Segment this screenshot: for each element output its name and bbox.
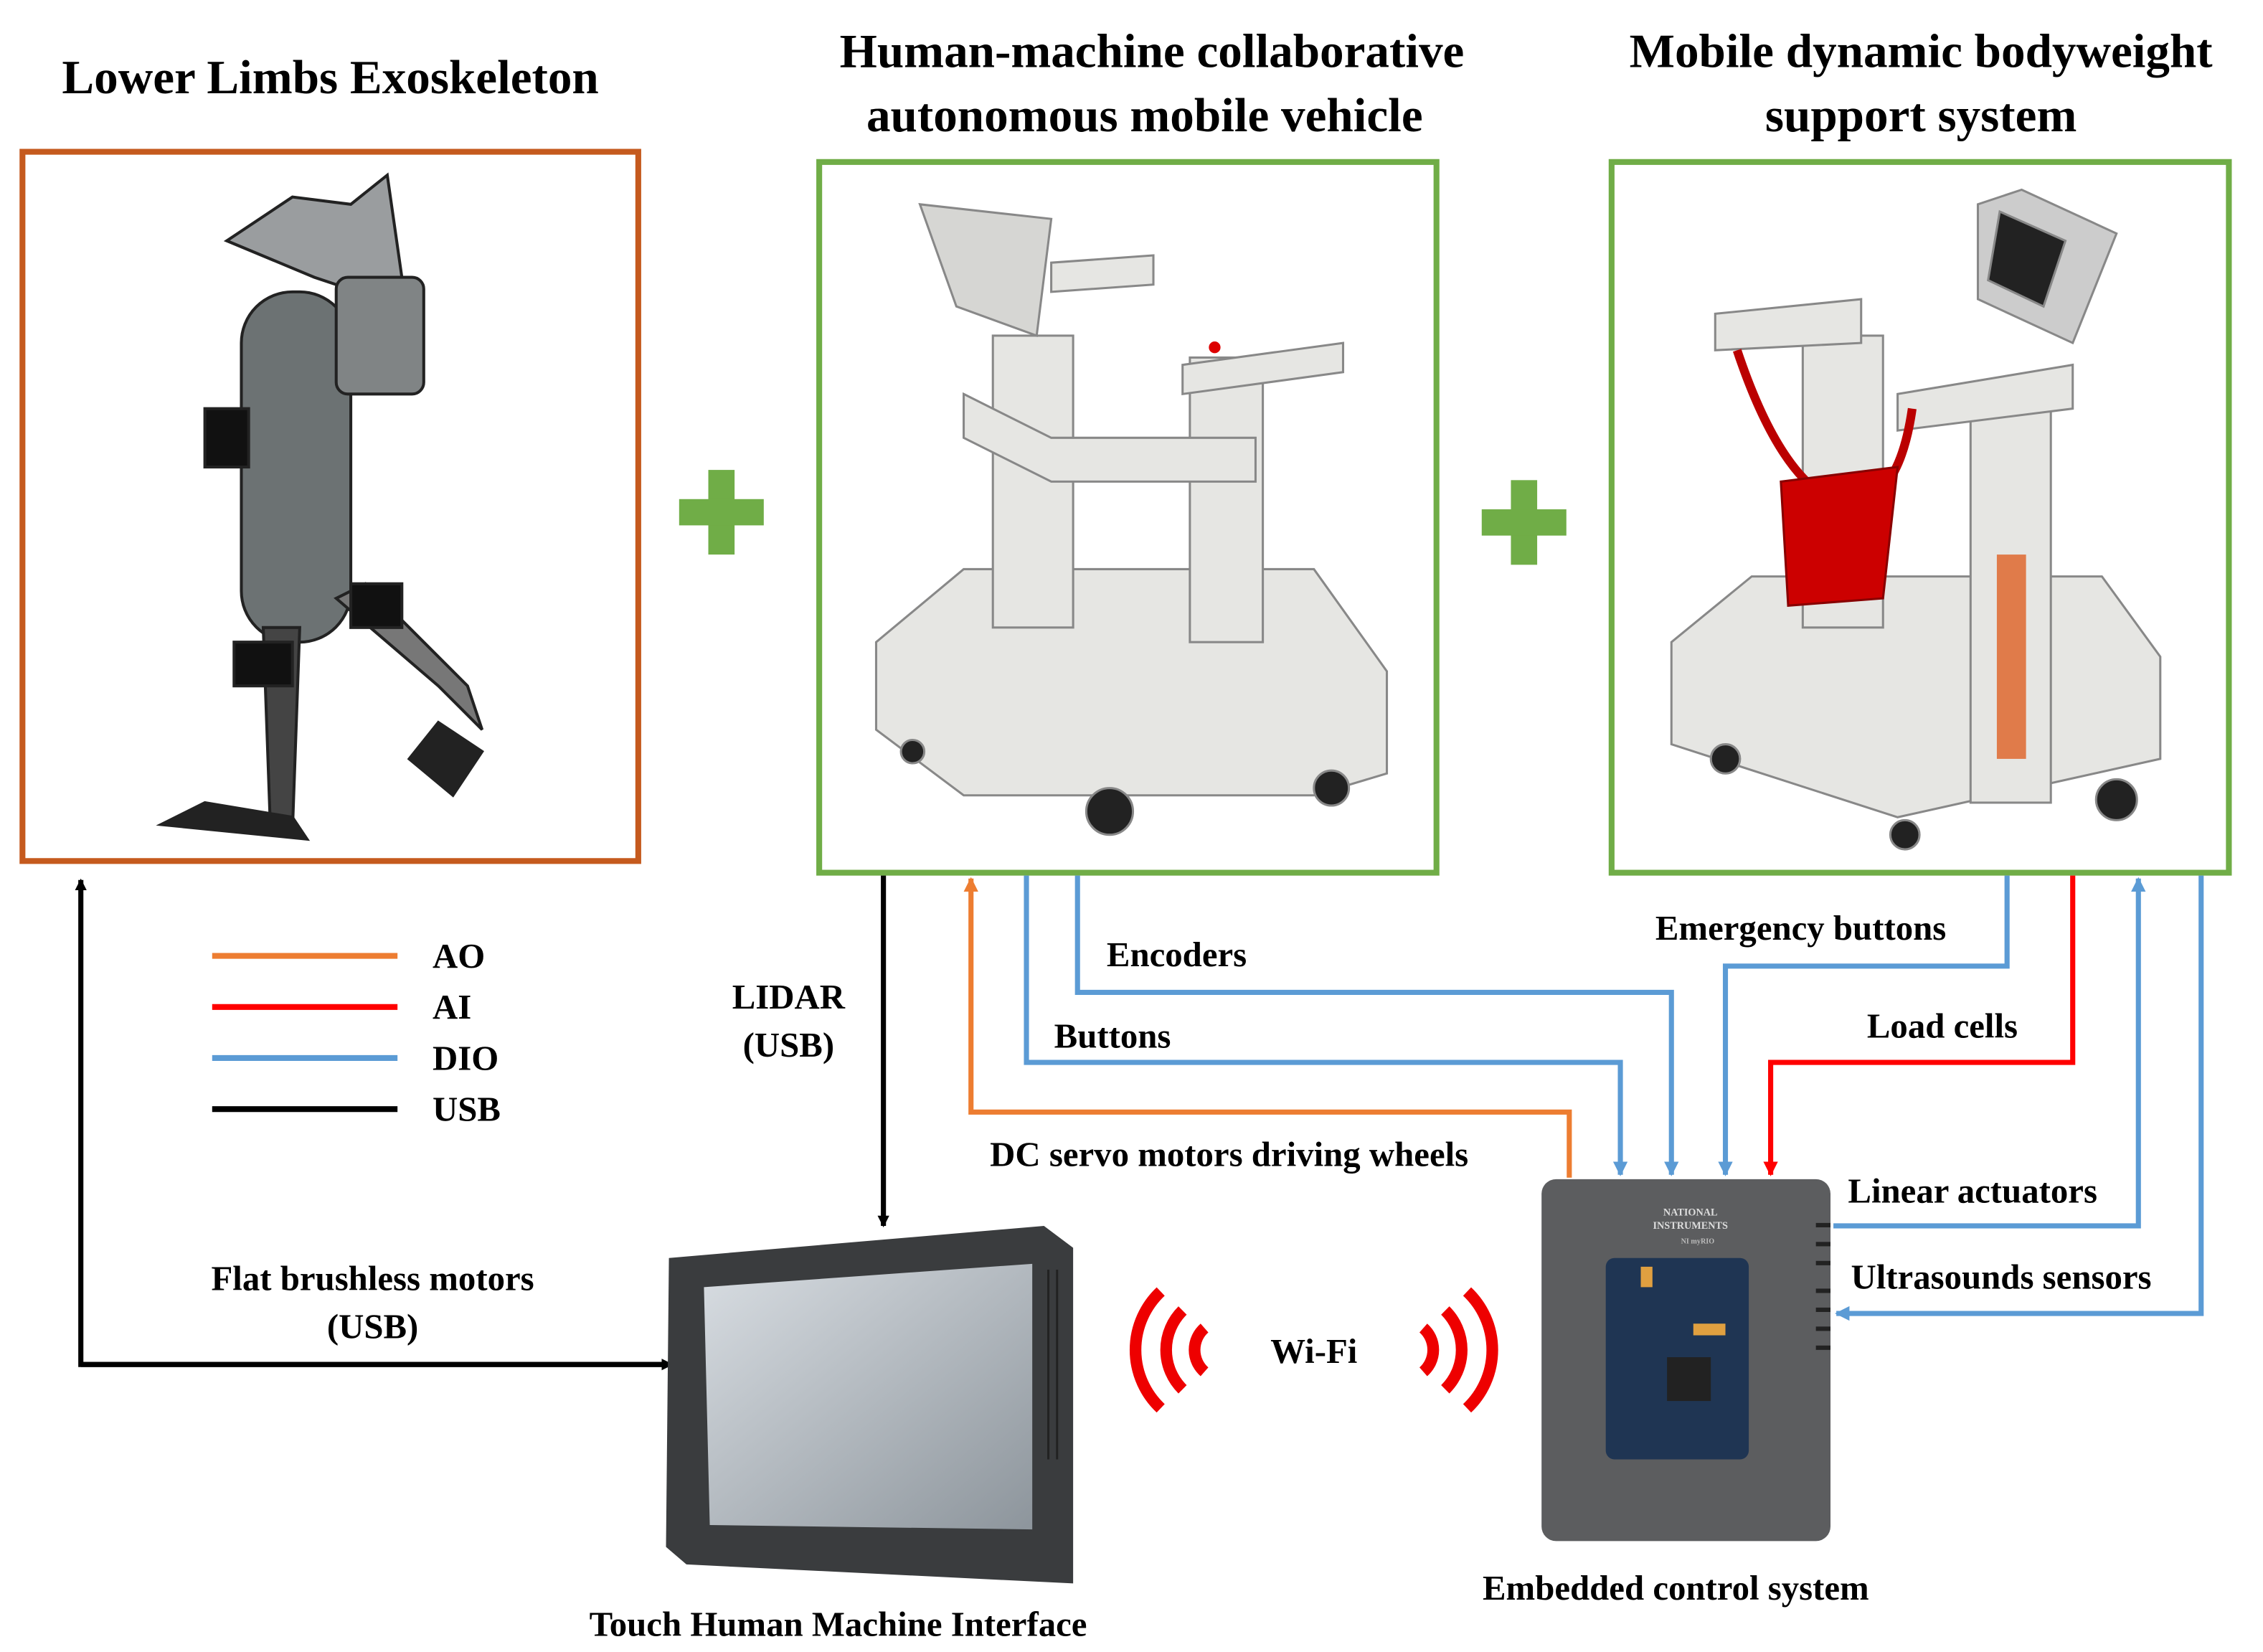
load-cells-line [1763, 875, 2076, 1176]
bws-panel [1608, 159, 2232, 876]
ultrasounds-label: Ultrasounds sensors [1851, 1257, 2151, 1296]
flat-motors-label: Flat brushless motors [211, 1258, 534, 1298]
exoskeleton-title: Lower Limbs Exoskeleton [62, 50, 598, 104]
wifi-label: Wi-Fi [1270, 1331, 1357, 1371]
plus-icon [679, 470, 764, 555]
emergency-line [1718, 875, 2010, 1176]
lidar-usb-label: (USB) [743, 1025, 834, 1065]
legend-label-usb: USB [433, 1089, 501, 1128]
buttons-label: Buttons [1054, 1016, 1171, 1056]
dc-motors-line [963, 877, 1572, 1178]
legend: AO AI DIO USB [212, 936, 501, 1128]
linear-actuators-line [1833, 877, 2146, 1229]
controller-label: Embedded control system [1483, 1568, 1869, 1608]
legend-label-dio: DIO [433, 1038, 499, 1077]
vehicle-title-line1: Human-machine collaborative [840, 24, 1465, 78]
buttons-line [1024, 875, 1628, 1176]
touch-hmi-device [666, 1225, 1074, 1584]
flat-motors-usb-label: (USB) [327, 1307, 418, 1346]
vehicle-panel [816, 159, 1440, 876]
load-cells-label: Load cells [1867, 1006, 2018, 1045]
controller-brand-1: NATIONAL [1663, 1207, 1718, 1219]
emergency-label: Emergency buttons [1655, 908, 1946, 948]
plus-icon [1481, 480, 1567, 565]
linear-actuators-label: Linear actuators [1848, 1171, 2097, 1210]
bws-title-line1: Mobile dynamic bodyweight [1630, 24, 2214, 78]
encoders-label: Encoders [1107, 935, 1247, 974]
hmi-label: Touch Human Machine Interface [590, 1605, 1087, 1644]
wifi-signal-left-icon [1130, 1287, 1209, 1413]
embedded-controller-device: NATIONAL INSTRUMENTS NI myRIO [1541, 1179, 1831, 1542]
dc-motors-label: DC servo motors driving wheels [990, 1135, 1468, 1174]
vehicle-image [874, 203, 1389, 836]
wifi-signal-right-icon [1419, 1287, 1498, 1413]
connections [75, 875, 2204, 1371]
encoders-line [1074, 875, 1679, 1176]
legend-label-ao: AO [433, 936, 485, 976]
ultrasounds-line [1835, 875, 2204, 1321]
lidar-label: LIDAR [732, 977, 846, 1016]
bws-title-line2: support system [1765, 88, 2077, 142]
vehicle-title-line2: autonomous mobile vehicle [866, 88, 1423, 142]
bws-image [1670, 188, 2162, 851]
legend-label-ai: AI [433, 987, 471, 1026]
controller-brand-2: INSTRUMENTS [1653, 1220, 1727, 1232]
exoskeleton-image [156, 172, 484, 841]
exoskeleton-panel [19, 148, 641, 864]
controller-model: NI myRIO [1681, 1237, 1715, 1245]
